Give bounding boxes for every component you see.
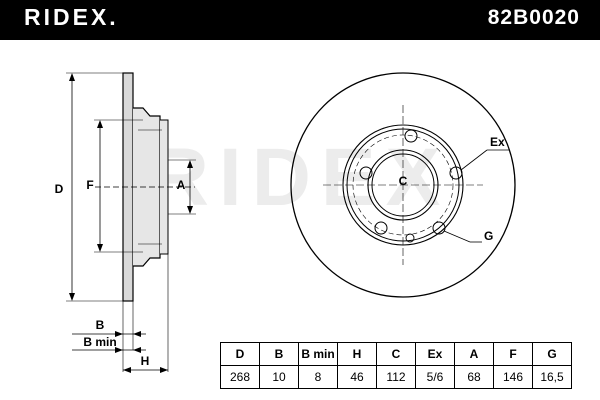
side-view: [66, 72, 196, 373]
spec-value-cell: 8: [298, 365, 338, 389]
bolt-hole: [432, 221, 446, 235]
hub-profile: [133, 107, 161, 267]
label-b: B: [96, 318, 105, 332]
header-bar: RIDEX. 82B0020: [0, 0, 600, 40]
spec-value-cell: 46: [337, 365, 377, 389]
spec-value-cell: 10: [259, 365, 299, 389]
spec-header-cell: Ex: [415, 342, 455, 366]
label-b-min: B min: [83, 335, 116, 349]
disc-outer-edge: [290, 72, 516, 298]
spec-value-cell: 5/6: [415, 365, 455, 389]
label-f: F: [86, 178, 93, 192]
part-number: 82B0020: [487, 6, 580, 29]
spec-value-cell: 16,5: [532, 365, 572, 389]
spec-header-cell: G: [532, 342, 572, 366]
label-h: H: [141, 354, 150, 368]
front-view: [290, 72, 516, 298]
spec-table: D B B min H C Ex A F G 268 10 8 46 112 5…: [220, 342, 572, 389]
spec-value-cell: 268: [220, 365, 260, 389]
label-g: G: [484, 229, 493, 243]
spec-header-cell: B min: [298, 342, 338, 366]
spec-header-cell: A: [454, 342, 494, 366]
spec-table-value-row: 268 10 8 46 112 5/6 68 146 16,5: [220, 365, 572, 389]
label-a: A: [177, 178, 186, 192]
spec-value-cell: 68: [454, 365, 494, 389]
label-c: C: [399, 174, 408, 188]
spec-table-header-row: D B B min H C Ex A F G: [220, 342, 572, 366]
locating-hole: [405, 233, 415, 243]
label-ex: Ex: [490, 135, 505, 149]
leader-ex: [460, 149, 488, 171]
watermark: RIDEX: [150, 132, 451, 223]
spec-value-cell: 112: [376, 365, 416, 389]
spec-header-cell: D: [220, 342, 260, 366]
brake-disc-drawing: RIDEX: [55, 72, 516, 373]
bolt-hole: [449, 166, 463, 180]
bolt-hole: [374, 221, 388, 235]
bolt-hole: [359, 166, 373, 180]
brand-logo: RIDEX.: [24, 4, 119, 30]
spec-header-cell: H: [337, 342, 377, 366]
spec-header-cell: F: [493, 342, 533, 366]
bolt-hole: [404, 129, 418, 143]
spec-value-cell: 146: [493, 365, 533, 389]
leader-g: [443, 230, 471, 243]
spec-header-cell: C: [376, 342, 416, 366]
label-d: D: [55, 182, 64, 196]
spec-header-cell: B: [259, 342, 299, 366]
